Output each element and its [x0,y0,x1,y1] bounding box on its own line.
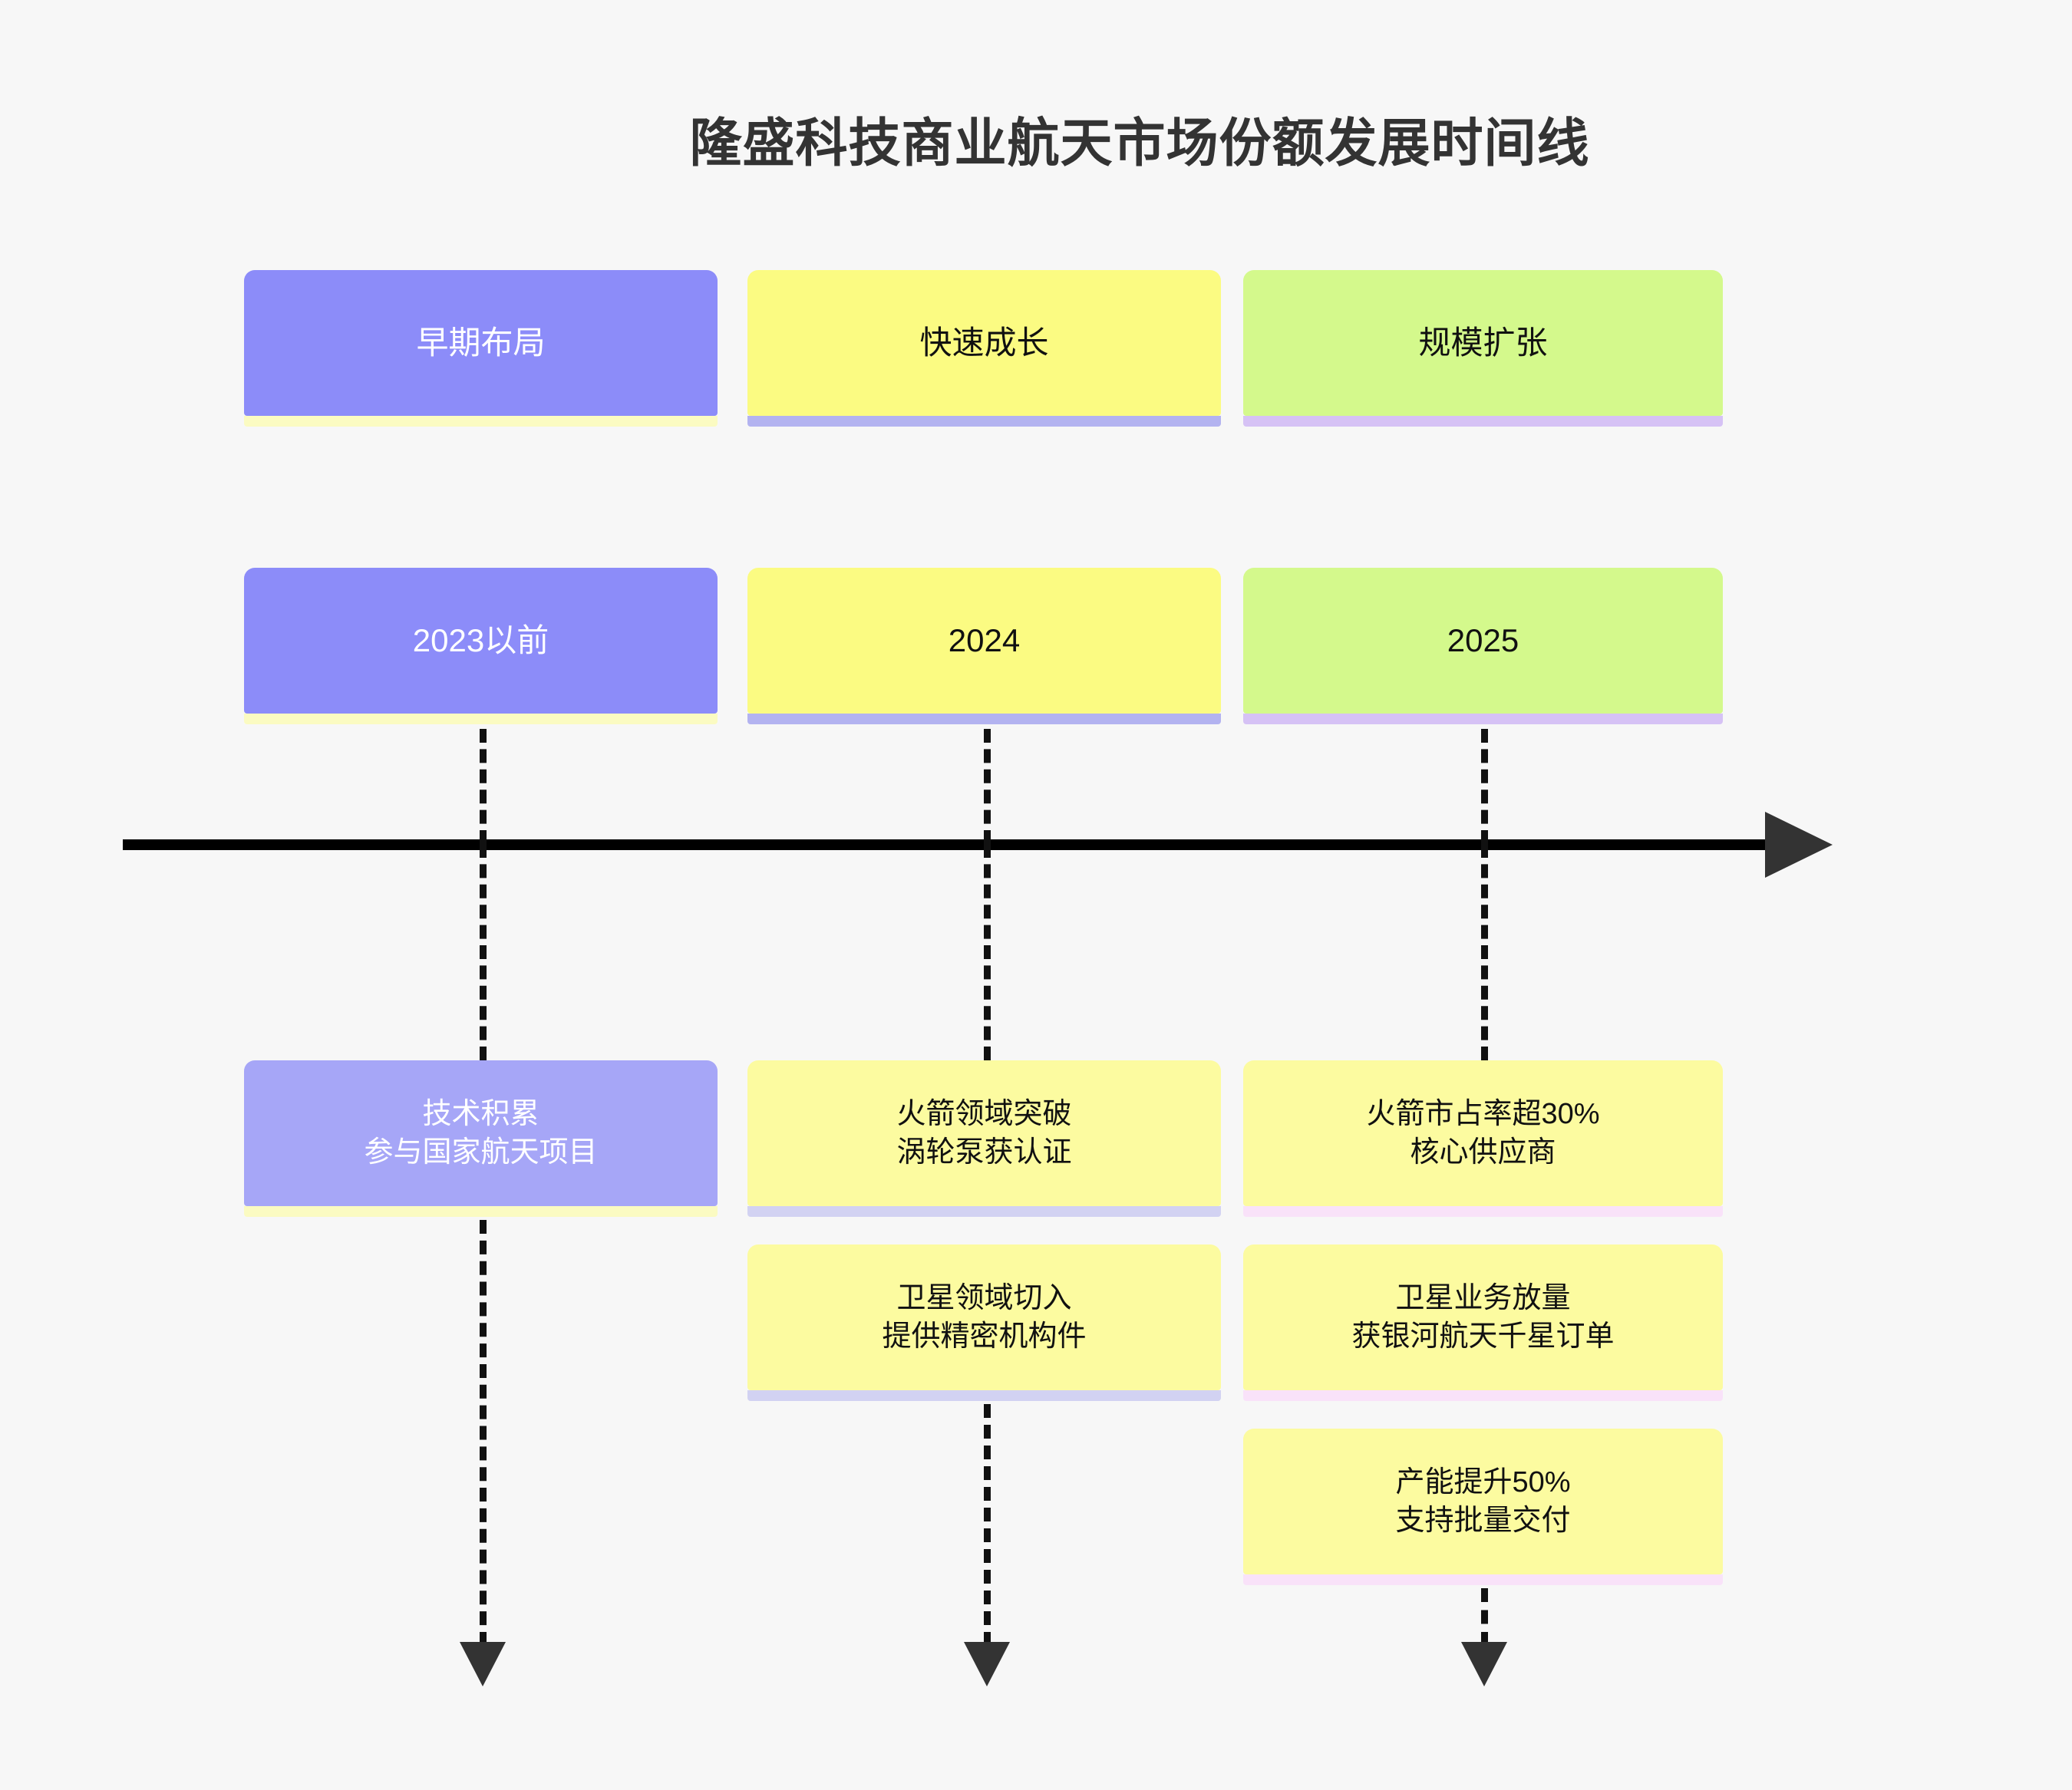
phase-card-2: 快速成长 [747,270,1221,427]
phase-label-3: 规模扩张 [1418,325,1548,361]
detail-label-3-1: 火箭市占率超30% 核心供应商 [1366,1097,1600,1169]
phase-card-1: 早期布局 [244,270,718,427]
detail-card-3-3: 产能提升50% 支持批量交付 [1243,1429,1723,1585]
detail-accent-strip-2-1 [747,1206,1221,1217]
connector-dash-tail-1 [480,1220,487,1646]
detail-accent-strip-3-1 [1243,1206,1723,1217]
detail-label-3-3: 产能提升50% 支持批量交付 [1395,1465,1571,1537]
detail-label-2-1: 火箭领域突破 涡轮泵获认证 [896,1097,1072,1169]
connector-end-arrow-icon-2 [964,1642,1010,1686]
year-accent-strip-3 [1243,714,1723,724]
year-card-3: 2025 [1243,568,1723,724]
timeline-axis-line [123,839,1811,850]
connector-dash-upper-1 [480,729,487,844]
detail-card-2-2: 卫星领域切入 提供精密机构件 [747,1244,1221,1401]
detail-accent-strip-3-2 [1243,1390,1723,1401]
detail-card-3-1: 火箭市占率超30% 核心供应商 [1243,1060,1723,1217]
detail-label-2-2: 卫星领域切入 提供精密机构件 [882,1281,1087,1353]
phase-label-2: 快速成长 [919,325,1049,361]
timeline-axis-arrow-icon [1765,812,1833,878]
phase-accent-strip-3 [1243,416,1723,427]
page-title: 隆盛科技商业航天市场份额发展时间线 [689,114,1590,173]
detail-accent-strip-1-1 [244,1206,718,1217]
connector-end-arrow-icon-3 [1461,1642,1507,1686]
detail-card-3-2: 卫星业务放量 获银河航天千星订单 [1243,1244,1723,1401]
phase-label-1: 早期布局 [416,325,546,361]
year-label-1: 2023以前 [412,622,549,659]
detail-label-3-2: 卫星业务放量 获银河航天千星订单 [1351,1281,1615,1353]
year-card-1: 2023以前 [244,568,718,724]
connector-dash-upper-3 [1481,729,1488,844]
year-label-3: 2025 [1447,622,1519,659]
phase-accent-strip-1 [244,416,718,427]
detail-accent-strip-2-2 [747,1390,1221,1401]
year-card-2: 2024 [747,568,1221,724]
detail-card-1-1: 技术积累 参与国家航天项目 [244,1060,718,1217]
connector-dash-lower-3 [1481,844,1488,1060]
connector-dash-tail-2 [984,1404,991,1646]
phase-accent-strip-2 [747,416,1221,427]
connector-dash-lower-2 [984,844,991,1060]
connector-end-arrow-icon-1 [460,1642,506,1686]
detail-label-1-1: 技术积累 参与国家航天项目 [364,1097,598,1169]
detail-accent-strip-3-3 [1243,1574,1723,1585]
connector-dash-tail-3 [1481,1588,1488,1646]
year-accent-strip-1 [244,714,718,724]
phase-card-3: 规模扩张 [1243,270,1723,427]
year-accent-strip-2 [747,714,1221,724]
detail-card-2-1: 火箭领域突破 涡轮泵获认证 [747,1060,1221,1217]
connector-dash-upper-2 [984,729,991,844]
year-label-2: 2024 [948,622,1021,659]
connector-dash-lower-1 [480,844,487,1060]
